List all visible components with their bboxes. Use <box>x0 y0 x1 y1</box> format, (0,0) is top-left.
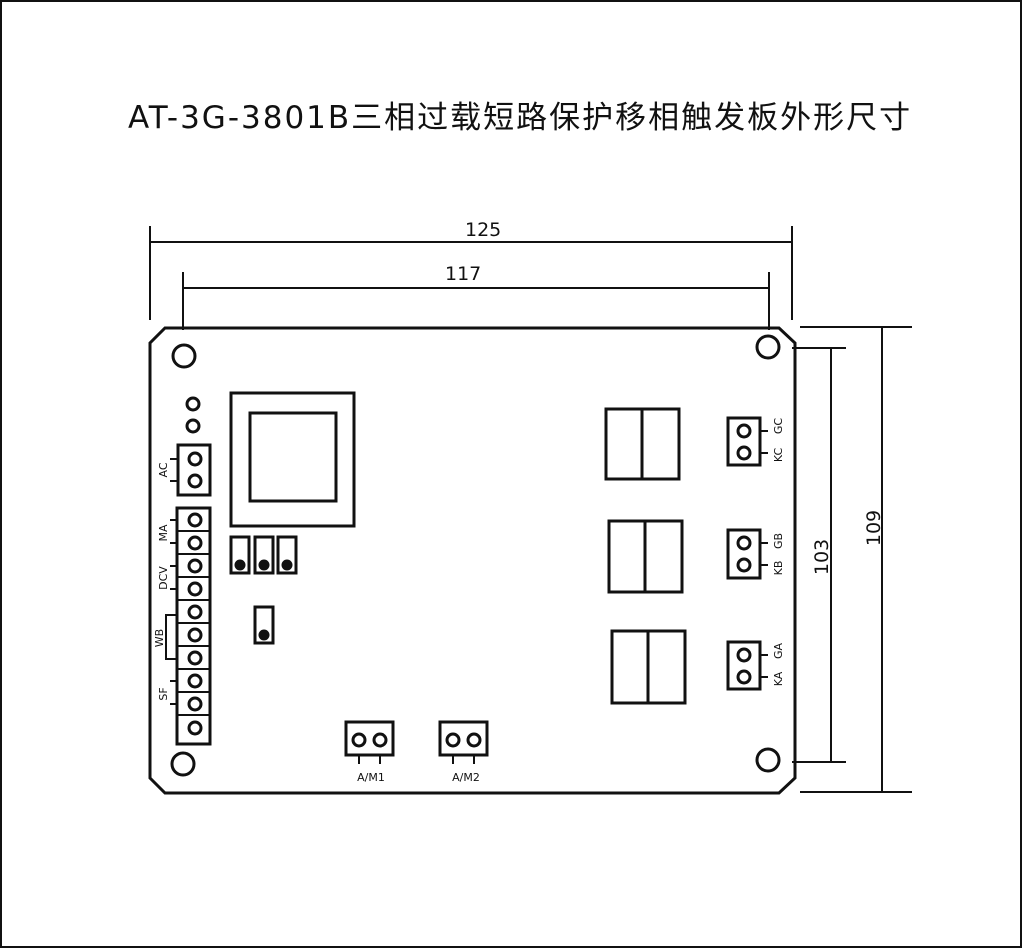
terminal-ac <box>170 443 212 497</box>
terminal-ga-ka <box>726 640 768 691</box>
dim-109-label: 109 <box>863 510 885 546</box>
terminal-am2 <box>438 720 489 764</box>
label-ac: AC <box>157 462 170 477</box>
drawing-title: AT-3G-3801B三相过载短路保护移相触发板外形尺寸 <box>128 100 913 136</box>
label-kb: KB <box>772 561 785 576</box>
label-sf: SF <box>157 687 170 700</box>
label-am2: A/M2 <box>452 771 480 784</box>
mounting-hole-bottom-left <box>170 751 196 777</box>
terminal-strip-left <box>165 506 212 746</box>
label-am1: A/M1 <box>357 771 385 784</box>
relay-b <box>607 519 684 594</box>
label-wb: WB <box>153 629 166 647</box>
relay-c <box>604 407 681 481</box>
label-kc: KC <box>772 448 785 463</box>
label-ka: KA <box>772 671 785 686</box>
led-hole-2 <box>185 418 201 434</box>
label-gc: GC <box>772 418 785 435</box>
label-gb: GB <box>772 533 785 549</box>
transformer <box>229 391 356 528</box>
component-row <box>229 535 298 575</box>
dimension-hole-height <box>792 347 846 763</box>
single-component <box>253 605 275 645</box>
label-ga: GA <box>772 643 785 660</box>
terminal-gb-kb <box>726 528 768 580</box>
label-dcv: DCV <box>157 566 170 590</box>
terminal-am1 <box>344 720 395 764</box>
dim-103-label: 103 <box>811 539 833 575</box>
led-hole-1 <box>185 396 201 412</box>
terminal-gc-kc <box>726 416 768 467</box>
dim-125-label: 125 <box>465 219 501 241</box>
dimension-hole-width <box>182 272 770 330</box>
pcb-board <box>148 326 797 795</box>
mounting-hole-top-right <box>755 334 781 360</box>
mounting-hole-top-left <box>171 343 197 369</box>
relay-a <box>610 629 687 705</box>
dim-117-label: 117 <box>445 263 481 285</box>
dimension-overall-width <box>149 226 793 320</box>
label-ma: MA <box>157 524 170 541</box>
dimension-overall-height <box>800 326 912 793</box>
mounting-hole-bottom-right <box>755 747 781 773</box>
